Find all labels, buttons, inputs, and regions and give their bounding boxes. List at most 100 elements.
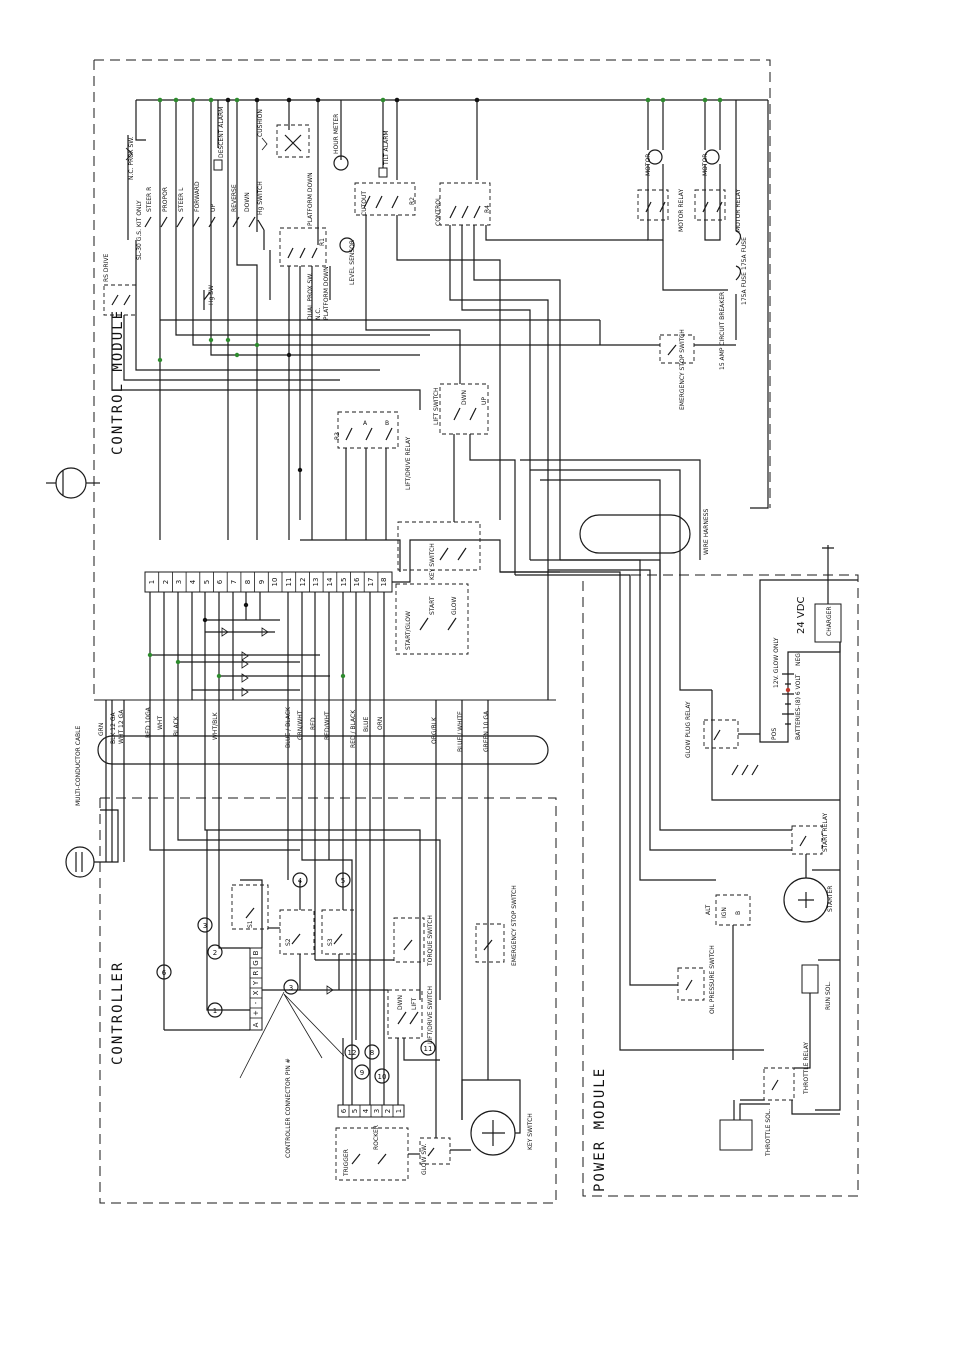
terminal-18: 18 <box>380 578 388 587</box>
conn-pin-6: 6 <box>340 1108 348 1113</box>
s2-label: S2 <box>285 938 292 946</box>
motor-relay-1-label: MOTOR RELAY <box>678 189 685 232</box>
breaker-label: 15 AMP CIRCUIT BREAKER <box>719 292 726 370</box>
controller-estop-label: EMERGENCY STOP SWITCH <box>511 885 518 966</box>
level-sensor: LEVEL SENSOR <box>339 237 356 285</box>
pin-y: Y <box>252 980 260 986</box>
start-label: START <box>429 596 436 615</box>
rs-drive: RS DRIVE <box>103 253 137 316</box>
dwn-label: DWN <box>461 390 468 405</box>
conn-pin-2: 2 <box>384 1109 392 1113</box>
lift-switch: LIFT SWITCH DWN UP <box>433 383 489 435</box>
fuse-2-label: 175A FUSE <box>741 272 748 305</box>
conn-pin-3: 3 <box>373 1109 381 1113</box>
fuse-1-label: 175A FUSE <box>741 237 748 270</box>
circle-11: 11 <box>424 1045 433 1053</box>
start-glow-switch: START/GLOW START GLOW <box>395 583 469 655</box>
relay-r1: PLATFORM DOWN R1 <box>279 172 327 267</box>
lift-drive-switch-label: LIFT/DRIVE SWITCH <box>427 986 434 1044</box>
pin-g: G <box>252 960 260 965</box>
charger-label: CHARGER <box>826 606 833 636</box>
platform-down-1-label: PLATFORM DOWN <box>307 172 314 226</box>
terminal-5: 5 <box>203 580 211 584</box>
power-module: CHARGER 24 VDC 12V. GLOW ONLY NEG BATTER… <box>500 545 858 1157</box>
key-switch-top: KEY SWITCH <box>397 521 481 580</box>
wire-red-black: RED / BLACK <box>350 709 357 748</box>
top-connector <box>46 467 100 499</box>
pin-a: A <box>252 1022 260 1027</box>
r3-label: R3 <box>334 432 341 440</box>
dual-prox: DUAL PROX SW. N.C. PLATFORM DOWN <box>307 266 330 320</box>
up-small-label: UP <box>481 397 488 405</box>
s3-label: S3 <box>327 938 334 946</box>
relay-r2: CUTOUT R2 <box>354 182 416 216</box>
numbered-circles: 1 2 3 3 4 5 6 8 9 10 11 12 <box>156 872 436 1084</box>
terminal-17: 17 <box>367 578 375 587</box>
power-module-label: POWER MODULE <box>592 1067 608 1192</box>
conn-pin-1: 1 <box>395 1109 403 1113</box>
conn-pin-5: 5 <box>351 1109 359 1113</box>
circle-2: 2 <box>213 949 217 957</box>
starter-label: STARTER <box>827 886 834 912</box>
reverse-label: REVERSE <box>231 184 238 212</box>
batteries-label: BATTERIES-(8) 6 VOLT <box>795 674 802 740</box>
wire-blk-12: BLK 12 GA <box>110 712 117 744</box>
descent-alarm-label: DESCENT ALARM <box>218 107 225 158</box>
bottom-connector <box>65 809 119 878</box>
glow-label: GLOW <box>451 596 458 615</box>
cable-label: MULTI-CONDUCTOR CABLE <box>75 725 82 806</box>
hour-meter-label: HOUR METER <box>333 114 340 154</box>
circle-10: 10 <box>378 1073 387 1081</box>
breaker-estop: EMERGENCY STOP SWITCH 15 AMP CIRCUIT BRE… <box>515 292 736 410</box>
controller-label: CONTROLLER <box>110 961 126 1065</box>
cushion-label: CUSHION <box>257 109 264 137</box>
level-sensor-label: LEVEL SENSOR <box>349 240 356 285</box>
pin-b: B <box>252 950 260 955</box>
vdc-label: 24 VDC <box>796 597 807 634</box>
circle-8: 8 <box>370 1049 374 1057</box>
forward-label: FORWARD <box>194 181 201 212</box>
terminal-10: 10 <box>271 578 279 587</box>
throttle-sol-label: THROTTLE SOL. <box>765 1109 772 1157</box>
pin-plus: + <box>252 1010 260 1016</box>
down-label: DOWN <box>244 192 251 212</box>
run-sol-label: RUN SOL. <box>825 981 832 1010</box>
propor-label: PROPOR <box>162 187 169 212</box>
trigger-label: TRIGGER <box>343 1149 350 1177</box>
conn-pin-4: 4 <box>362 1108 370 1113</box>
torque-switch-label: TORQUE SWITCH <box>427 915 434 967</box>
steer-l-label: STEER L <box>178 187 185 212</box>
emergency-stop-label: EMERGENCY STOP SWITCH <box>679 329 686 410</box>
wire-blue: BLUE <box>363 716 370 732</box>
circle-12: 12 <box>348 1049 357 1057</box>
key-switch-top-label: KEY SWITCH <box>429 543 436 580</box>
terminal-strip: 1 2 3 4 5 6 7 8 9 10 11 12 13 14 15 16 1… <box>144 571 393 593</box>
terminal-9: 9 <box>258 580 266 584</box>
terminal-4: 4 <box>189 579 197 584</box>
fuses: 175A FUSE 175A FUSE <box>735 100 748 340</box>
circle-5: 5 <box>341 877 345 885</box>
nc-prox-label: N.C. PROX SW. <box>128 136 135 180</box>
dual-prox-label: DUAL PROX SW. <box>307 272 314 320</box>
motors: MOTOR MOTOR MOTOR RELAY MOTOR RELAY <box>637 149 742 291</box>
wire-harness: WIRE HARNESS <box>579 509 710 555</box>
controller-section: S1 S2 S3 TORQUE SWITCH EMERGENCY STOP SW… <box>164 830 534 1181</box>
circle-9: 9 <box>360 1069 364 1077</box>
wire-wht-12: WHT 12 GA <box>118 709 125 744</box>
terminal-12: 12 <box>299 578 307 587</box>
cutout-label: CUTOUT <box>361 191 368 216</box>
wire-color-labels: GRN BLK 12 GA WHT 12 GA RED 10GA WHT BLA… <box>98 706 490 752</box>
oil-pressure-label: OIL PRESSURE SWITCH <box>709 945 716 1014</box>
wire-black: BLACK <box>173 715 180 736</box>
tilt-alarm-label: TILT ALARM <box>383 130 390 166</box>
kit-only-label: SL-30 G.S. KIT ONLY <box>136 200 143 260</box>
relay-r3: R3 A B LIFT/DRIVE RELAY <box>334 411 412 490</box>
motor-relay-2-label: MOTOR RELAY <box>735 189 742 232</box>
terminal-2: 2 <box>162 580 170 584</box>
neg-label: NEG <box>795 653 802 666</box>
terminal-1: 1 <box>148 580 156 584</box>
connector-pin-label: CONTROLLER CONNECTOR PIN # <box>285 1058 292 1158</box>
wire-wht: WHT <box>157 716 164 730</box>
wire-green-10: GREEN 10 GA <box>483 710 490 752</box>
